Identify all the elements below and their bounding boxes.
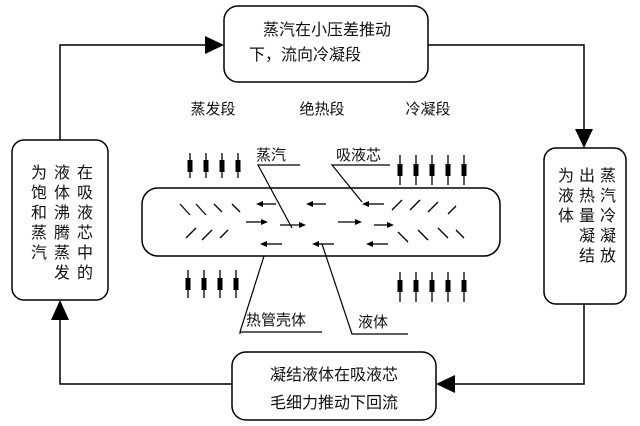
box-top (223, 5, 429, 83)
heat-in-bottom-3 (217, 270, 223, 298)
heat-pipe-shell (141, 187, 501, 257)
leader-vapor (256, 164, 300, 229)
heat-out-bottom-4 (445, 272, 451, 302)
wick-dash (231, 203, 241, 213)
wick-dash (213, 203, 223, 213)
connector-bottom-to-left (59, 320, 232, 385)
liquid-arrow (312, 241, 334, 247)
leader-wick (330, 164, 390, 203)
top-box-line-2: 下，流向冷凝段 (249, 45, 361, 64)
heat-in-top-4 (235, 153, 241, 178)
heat-out-top-2 (413, 155, 419, 185)
top-box-line-1: 蒸汽在小压差推动 (263, 20, 391, 39)
heat-in-bottom-4 (233, 270, 239, 298)
heat-out-bottom-2 (413, 272, 419, 302)
wick-dash (447, 205, 457, 215)
wick-dash (397, 231, 409, 243)
section-condenser: 冷凝段 (405, 100, 450, 118)
right-box-column-2: 出热量凝结 (579, 166, 595, 265)
arrowhead-into-top-box (205, 36, 224, 54)
heat-out-top-1 (397, 155, 403, 185)
vapor-arrow (338, 219, 362, 225)
heat-out-bottom-1 (397, 272, 403, 302)
heat-in-top-3 (219, 153, 225, 178)
wick-dash (437, 227, 449, 239)
liquid-arrow (306, 201, 326, 207)
wick-dash (391, 199, 403, 211)
cycle-connectors (51, 36, 593, 393)
liquid-arrow (260, 241, 282, 247)
wick-dash (179, 203, 191, 216)
leader-liquid (321, 243, 408, 335)
liquid-arrow (256, 201, 276, 207)
liquid-arrow (362, 201, 384, 207)
label-wick: 吸液芯 (336, 146, 381, 164)
bottom-box-line-2: 毛细力推动下回流 (270, 393, 398, 412)
section-evaporator: 蒸发段 (190, 100, 235, 118)
box-left (11, 139, 109, 301)
left-box-column-1: 在吸液芯中的 (77, 163, 93, 282)
wick-dash (201, 229, 213, 241)
wick-dash (219, 229, 229, 239)
label-vapor: 蒸汽 (256, 146, 286, 164)
heat-out-top-4 (445, 155, 451, 185)
heat-out-bottom-5 (461, 272, 467, 302)
wick-dash (427, 201, 439, 213)
heat-out-top-3 (429, 155, 435, 185)
bottom-box-line-1: 凝结液体在吸液芯 (270, 365, 398, 384)
heat-in-top-1 (187, 153, 193, 178)
connector-right-to-bottom (452, 304, 585, 385)
right-box-column-1: 蒸汽冷凝放 (600, 166, 616, 265)
right-box-column-3: 为液体 (558, 166, 574, 225)
heat-flow-markers (185, 153, 467, 302)
heat-in-bottom-2 (201, 270, 207, 298)
heat-out-bottom-3 (429, 272, 435, 302)
wick-dash (409, 199, 421, 211)
heat-in-top-2 (203, 153, 209, 178)
label-liquid: 液体 (358, 313, 388, 331)
connector-top-to-right (428, 44, 585, 130)
arrowhead-into-bottom-box (436, 375, 455, 393)
liquid-arrow (366, 241, 388, 247)
connector-left-to-top (59, 44, 212, 140)
callout-leaders (239, 164, 408, 335)
arrowhead-into-right-box (575, 129, 593, 148)
wick-dash (185, 227, 197, 239)
vapor-arrow (246, 219, 268, 225)
wick-dash (455, 229, 465, 239)
left-box-column-2: 液体沸腾蒸发 (54, 163, 70, 282)
vapor-arrow (374, 222, 394, 228)
internal-flow (179, 199, 465, 247)
box-right (543, 147, 627, 305)
left-box-column-3: 为饱和蒸汽 (31, 163, 47, 262)
heat-in-bottom-1 (185, 270, 191, 298)
wick-dash (417, 229, 429, 241)
label-shell: 热管壳体 (246, 311, 306, 329)
section-adiabatic: 绝热段 (299, 100, 344, 118)
arrowhead-into-left-box (51, 300, 69, 320)
wick-dash (195, 203, 207, 216)
box-bottom (231, 351, 437, 421)
heat-out-top-5 (461, 155, 467, 185)
